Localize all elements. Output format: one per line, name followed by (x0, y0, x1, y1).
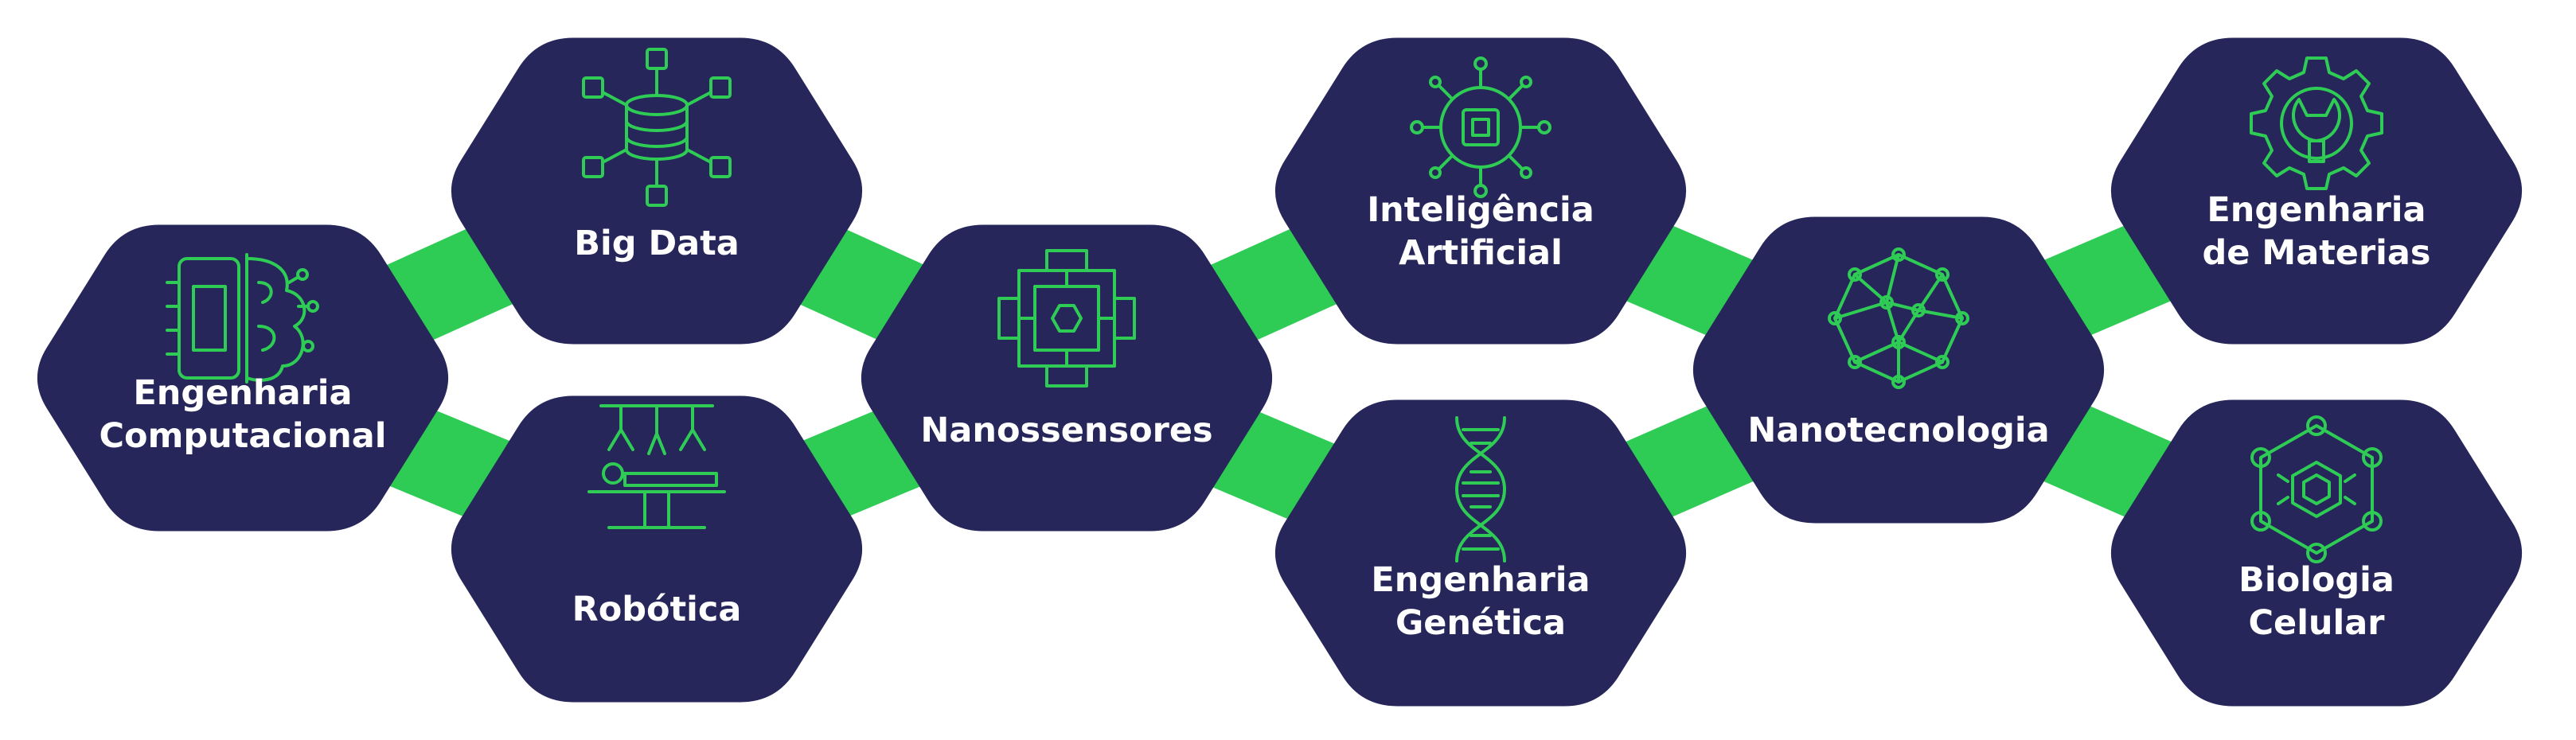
hexagon-label-biologia-celular-line-1: Biologia (2238, 560, 2395, 600)
hexagon-label-engenharia-de-materias-line-2: de Materias (2203, 233, 2431, 273)
hexagon-label-engenharia-computacional-line-2: Computacional (99, 416, 386, 456)
hexagon-label-engenharia-genetica-line-1: Engenharia (1371, 560, 1590, 600)
hexagon-nanossensores: Nanossensores (861, 224, 1273, 532)
hexagon-shape-inteligencia-artificial (1274, 37, 1687, 345)
hexagon-label-nanotecnologia-line-1: Nanotecnologia (1747, 411, 2049, 450)
hexagon-label-big-data-line-1: Big Data (574, 224, 740, 263)
hexagon-label-inteligencia-artificial-line-2: Artificial (1399, 233, 1563, 273)
hexagon-label-biologia-celular-line-2: Celular (2248, 603, 2385, 643)
hexagon-nanotecnologia: Nanotecnologia (1692, 216, 2105, 524)
hexagon-label-engenharia-computacional-line-1: Engenharia (133, 373, 352, 413)
hexagon-label-nanossensores-line-1: Nanossensores (920, 411, 1212, 450)
hexagon-label-robotica-line-1: Robótica (572, 590, 742, 629)
hexagon-shape-nanossensores (861, 224, 1273, 532)
hexagon-shape-engenharia-genetica (1274, 399, 1687, 707)
hexagon-label-engenharia-genetica-line-2: Genética (1395, 603, 1566, 643)
hexagon-shape-engenharia-computacional (37, 224, 449, 532)
hexagon-shape-engenharia-de-materias (2110, 37, 2523, 345)
hexagon-shape-robotica (451, 395, 863, 703)
hexagon-big-data: Big Data (451, 37, 863, 345)
hexagon-label-inteligencia-artificial-line-1: Inteligência (1367, 190, 1594, 230)
hexagon-robotica: Robótica (451, 395, 863, 703)
hexagon-shape-big-data (451, 37, 863, 345)
hexagon-label-engenharia-de-materias-line-1: Engenharia (2207, 190, 2426, 230)
